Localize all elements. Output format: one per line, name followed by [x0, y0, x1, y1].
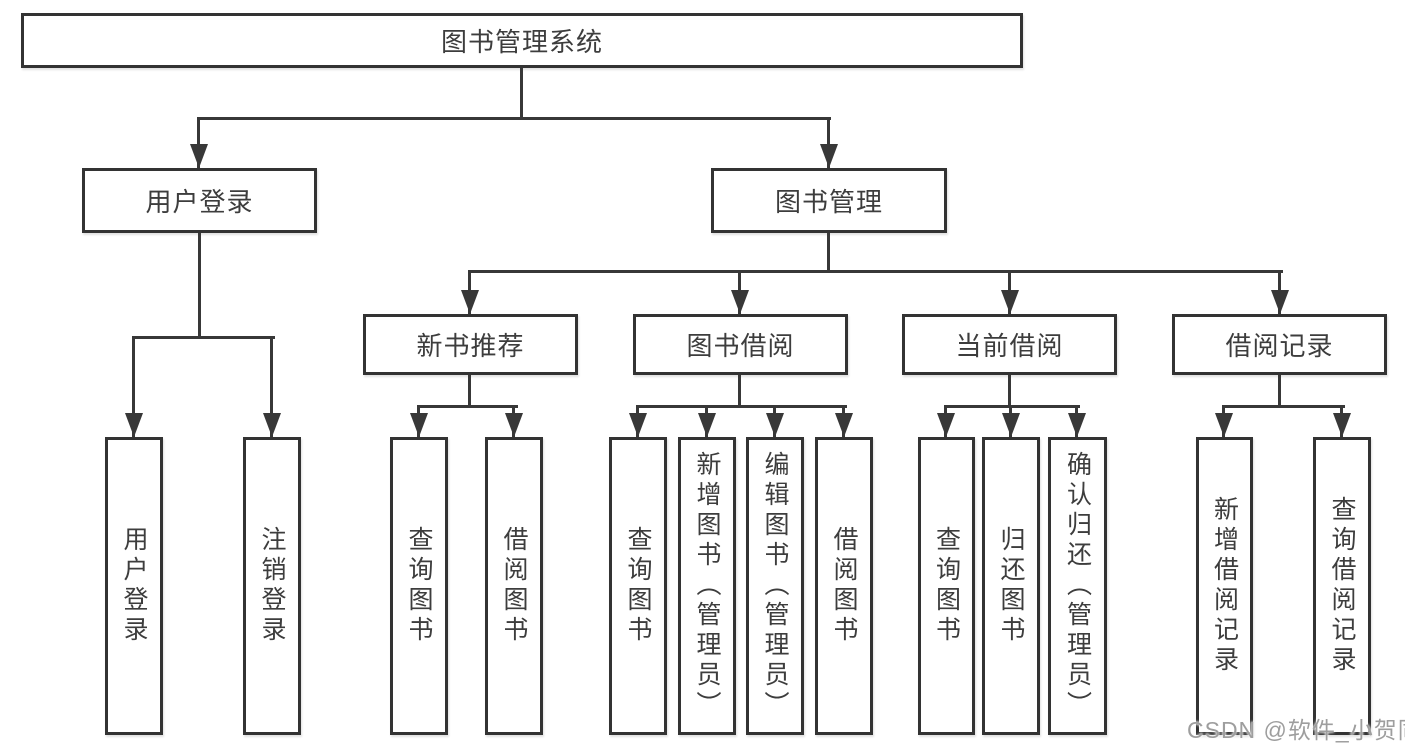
node-query-books-current-label: 查询图书	[932, 526, 961, 646]
node-new-book-recommend-label: 新书推荐	[416, 331, 525, 361]
connector-line	[1278, 375, 1281, 408]
arrow-down-icon	[1001, 290, 1019, 314]
node-user-login-leaf-label: 用户登录	[120, 526, 148, 646]
node-borrow-books-recommend-label: 借阅图书	[500, 526, 528, 646]
arrow-down-icon	[190, 144, 208, 168]
arrow-down-icon	[461, 290, 479, 314]
node-book-borrowing-label: 图书借阅	[686, 331, 795, 361]
connector-line	[132, 336, 275, 339]
node-confirm-return-admin: 确认归还（管理员）	[1048, 437, 1107, 735]
node-root: 图书管理系统	[21, 13, 1023, 68]
connector-line	[468, 375, 471, 408]
node-return-books: 归还图书	[982, 437, 1040, 735]
node-user-login-leaf: 用户登录	[105, 437, 163, 735]
node-query-books-borrowing: 查询图书	[609, 437, 667, 735]
arrow-down-icon	[835, 413, 853, 437]
arrow-down-icon	[1068, 413, 1086, 437]
arrow-down-icon	[937, 413, 955, 437]
node-borrowing-records: 借阅记录	[1172, 314, 1387, 375]
connector-line	[827, 117, 830, 168]
connector-line	[468, 270, 1283, 273]
node-add-books-admin-label: 新增图书（管理员）	[693, 451, 721, 721]
connector-line	[944, 405, 1080, 408]
connector-line	[1008, 375, 1011, 408]
node-add-borrow-record: 新增借阅记录	[1196, 437, 1253, 735]
node-borrowing-records-label: 借阅记录	[1225, 331, 1334, 361]
node-logout-label: 注销登录	[258, 526, 286, 646]
arrow-down-icon	[1002, 413, 1020, 437]
node-borrow-books-borrowing: 借阅图书	[815, 437, 873, 735]
node-query-books-borrowing-label: 查询图书	[624, 526, 652, 646]
node-new-book-recommend: 新书推荐	[363, 314, 578, 375]
arrow-down-icon	[125, 413, 143, 437]
arrow-down-icon	[1215, 413, 1233, 437]
node-user-login: 用户登录	[82, 168, 317, 233]
connector-line	[1222, 405, 1345, 408]
arrow-down-icon	[698, 413, 716, 437]
node-confirm-return-admin-label: 确认归还（管理员）	[1063, 451, 1092, 721]
node-current-borrowing-label: 当前借阅	[955, 331, 1064, 361]
connector-line	[270, 336, 273, 437]
connector-line	[636, 405, 847, 408]
arrow-down-icon	[629, 413, 647, 437]
connector-line	[827, 233, 830, 273]
connector-line	[198, 233, 201, 338]
connector-line	[520, 68, 523, 118]
arrow-down-icon	[410, 413, 428, 437]
connector-line	[417, 405, 518, 408]
connector-line	[132, 336, 135, 437]
node-query-books-recommend-label: 查询图书	[405, 526, 433, 646]
connector-line	[738, 375, 741, 408]
node-query-books-recommend: 查询图书	[390, 437, 448, 735]
arrow-down-icon	[263, 413, 281, 437]
arrow-down-icon	[505, 413, 523, 437]
node-user-login-label: 用户登录	[145, 187, 254, 217]
node-query-borrow-record: 查询借阅记录	[1313, 437, 1371, 735]
node-borrow-books-recommend: 借阅图书	[485, 437, 543, 735]
arrow-down-icon	[820, 144, 838, 168]
arrow-down-icon	[1333, 413, 1351, 437]
node-book-borrowing: 图书借阅	[633, 314, 848, 375]
node-add-books-admin: 新增图书（管理员）	[678, 437, 736, 735]
arrow-down-icon	[731, 290, 749, 314]
connector-line	[197, 117, 200, 168]
node-add-borrow-record-label: 新增借阅记录	[1210, 496, 1239, 676]
node-root-label: 图书管理系统	[440, 27, 603, 57]
node-borrow-books-borrowing-label: 借阅图书	[830, 526, 858, 646]
arrow-down-icon	[766, 413, 784, 437]
arrow-down-icon	[1271, 290, 1289, 314]
node-query-books-current: 查询图书	[918, 437, 975, 735]
node-edit-books-admin-label: 编辑图书（管理员）	[761, 451, 789, 721]
connector-line	[197, 117, 831, 120]
node-query-borrow-record-label: 查询借阅记录	[1328, 496, 1356, 676]
csdn-watermark: CSDN @软件_小贺同学	[1187, 717, 1405, 743]
node-logout: 注销登录	[243, 437, 301, 735]
node-current-borrowing: 当前借阅	[902, 314, 1117, 375]
node-book-management-label: 图书管理	[774, 187, 883, 217]
node-edit-books-admin: 编辑图书（管理员）	[746, 437, 804, 735]
node-book-management: 图书管理	[711, 168, 947, 233]
node-return-books-label: 归还图书	[997, 526, 1025, 646]
